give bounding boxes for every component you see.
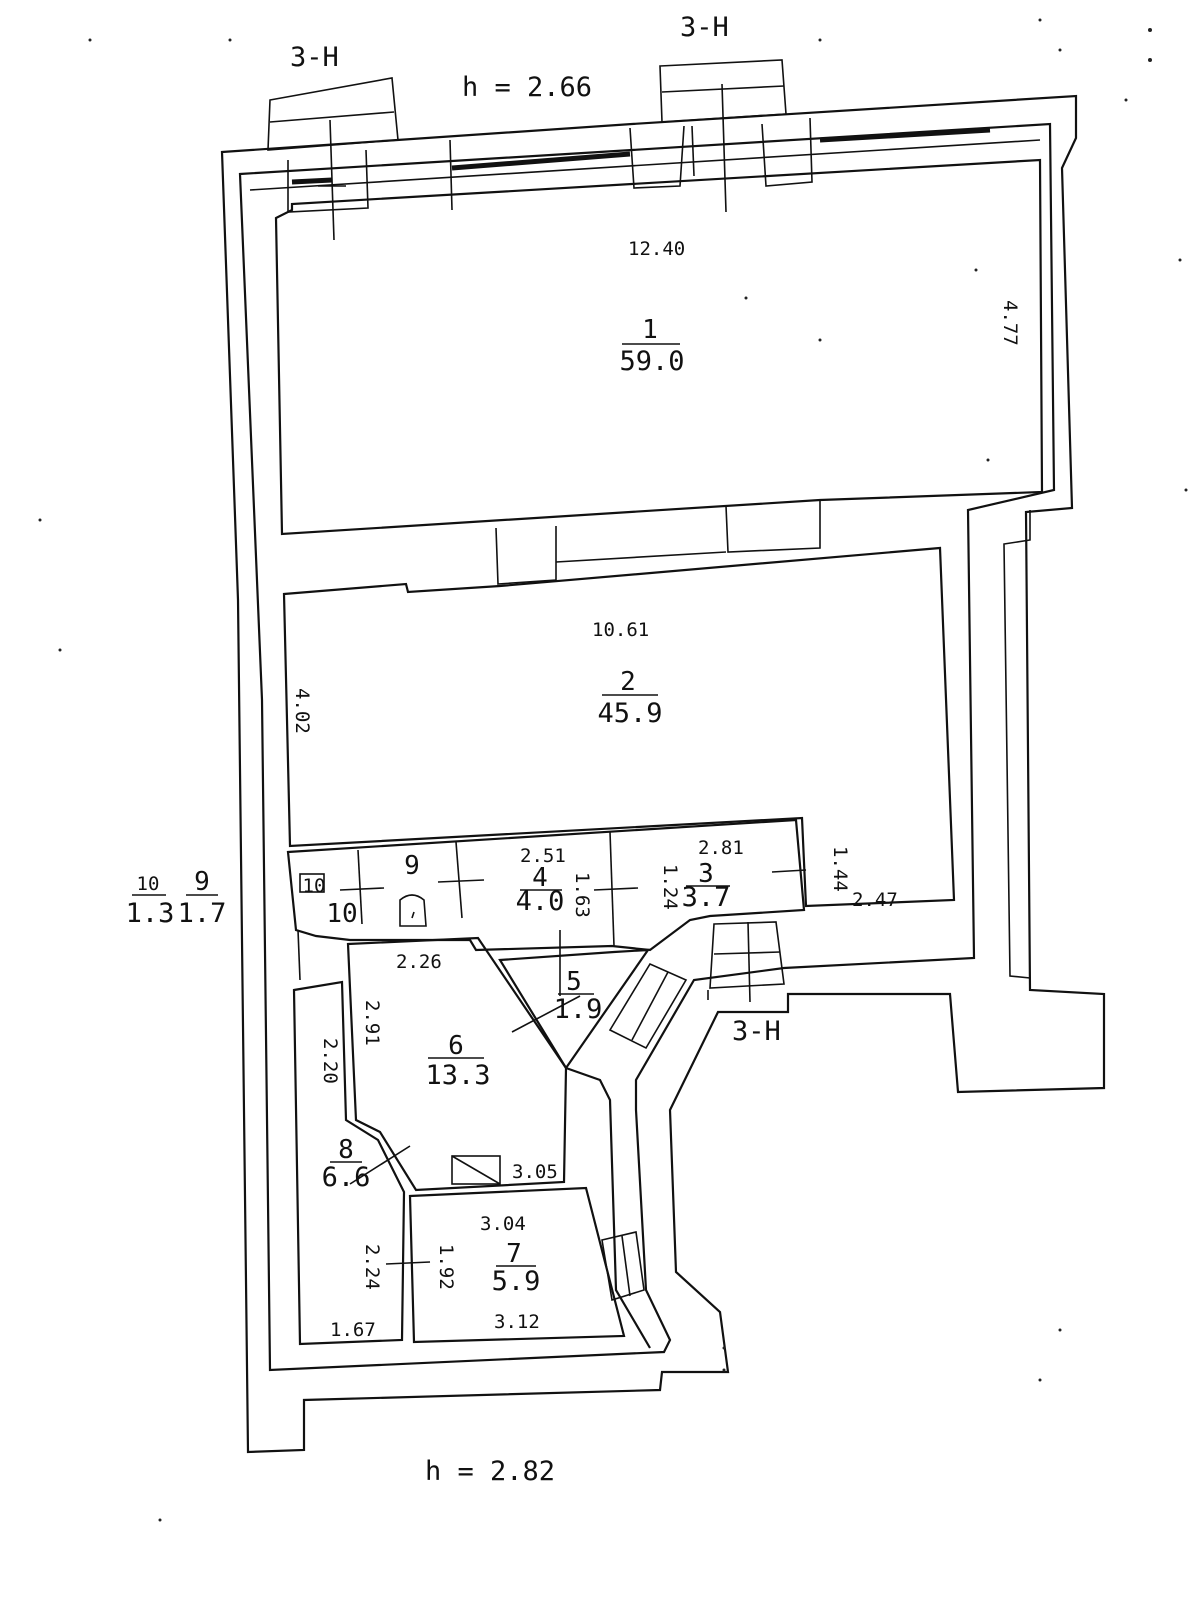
window-label-right: 3-H [732, 1016, 781, 1047]
height-top: h = 2.66 [462, 72, 592, 103]
room-1-number: 1 [642, 315, 658, 345]
room-9-area: 1.7 [178, 898, 227, 929]
dim-1-44: 1.44 [829, 846, 851, 892]
room-6-outline [346, 936, 568, 1192]
dim-3-05: 3.05 [512, 1161, 558, 1183]
dim-12-40: 12.40 [628, 238, 685, 260]
dim-10-61: 10.61 [592, 619, 649, 641]
room-4-area: 4.0 [516, 886, 565, 917]
window-bay-left [267, 77, 453, 241]
dim-2-51: 2.51 [520, 845, 566, 867]
room-1-area: 59.0 [619, 346, 684, 377]
dim-3-12: 3.12 [494, 1311, 540, 1333]
room-5-area: 1.9 [554, 994, 603, 1025]
dim-2-47: 2.47 [852, 889, 898, 911]
dim-1-24: 1.24 [659, 864, 681, 910]
dim-2-24: 2.24 [361, 1244, 383, 1290]
dim-1-92: 1.92 [435, 1244, 457, 1290]
outer-walls [220, 94, 1106, 1454]
room-9-tag: 9 [404, 851, 420, 881]
room-3-area: 3.7 [682, 882, 731, 913]
room-2-area: 45.9 [597, 698, 662, 729]
corridor-walls [565, 1066, 651, 1349]
window-bay-center [629, 59, 813, 213]
dim-4-02: 4.02 [291, 688, 313, 734]
room-5-number: 5 [566, 967, 582, 997]
dim-1-63: 1.63 [571, 872, 593, 918]
room-7-number: 7 [506, 1239, 522, 1269]
room-2-outline [282, 546, 956, 908]
dim-2-20: 2.20 [319, 1038, 341, 1084]
dim-4-77: 4.77 [999, 300, 1021, 346]
room-8-number: 8 [338, 1135, 354, 1165]
dimension-ticks [339, 869, 807, 891]
room-4-number: 4 [532, 863, 548, 893]
room-8-area: 6.6 [322, 1162, 371, 1193]
room-1-outline [274, 158, 1044, 536]
room-10-tag: 10 [326, 899, 357, 929]
room-2-number: 2 [620, 667, 636, 697]
room-7-area: 5.9 [492, 1266, 541, 1297]
room-3-number: 3 [698, 859, 714, 889]
scan-noise [38, 18, 1188, 1522]
dim-3-04: 3.04 [480, 1213, 526, 1235]
height-bottom: h = 2.82 [425, 1456, 555, 1487]
room-9-number: 9 [194, 867, 210, 897]
room-6-number: 6 [448, 1031, 464, 1061]
dim-1-67: 1.67 [330, 1319, 376, 1341]
door-openings [495, 500, 821, 585]
room-10-area: 1.3 [126, 898, 175, 929]
window-label-left: 3-H [290, 42, 339, 73]
dim-2-26: 2.26 [396, 951, 442, 973]
room-10-number: 10 [137, 873, 160, 895]
dim-2-81: 2.81 [698, 837, 744, 859]
window-label-center: 3-H [680, 12, 729, 43]
labels: h = 2.66 h = 2.82 3-H 3-H 3-H 1 59.0 2 4… [126, 12, 1021, 1487]
room-7-outline [385, 1186, 626, 1344]
room-5-outline [498, 930, 651, 1071]
room-6-area: 13.3 [425, 1060, 490, 1091]
entry-door [608, 921, 785, 1050]
dim-2-91: 2.91 [361, 1000, 383, 1046]
room-8-outline [292, 980, 411, 1346]
room-10-small-tag: 10 [303, 875, 326, 897]
